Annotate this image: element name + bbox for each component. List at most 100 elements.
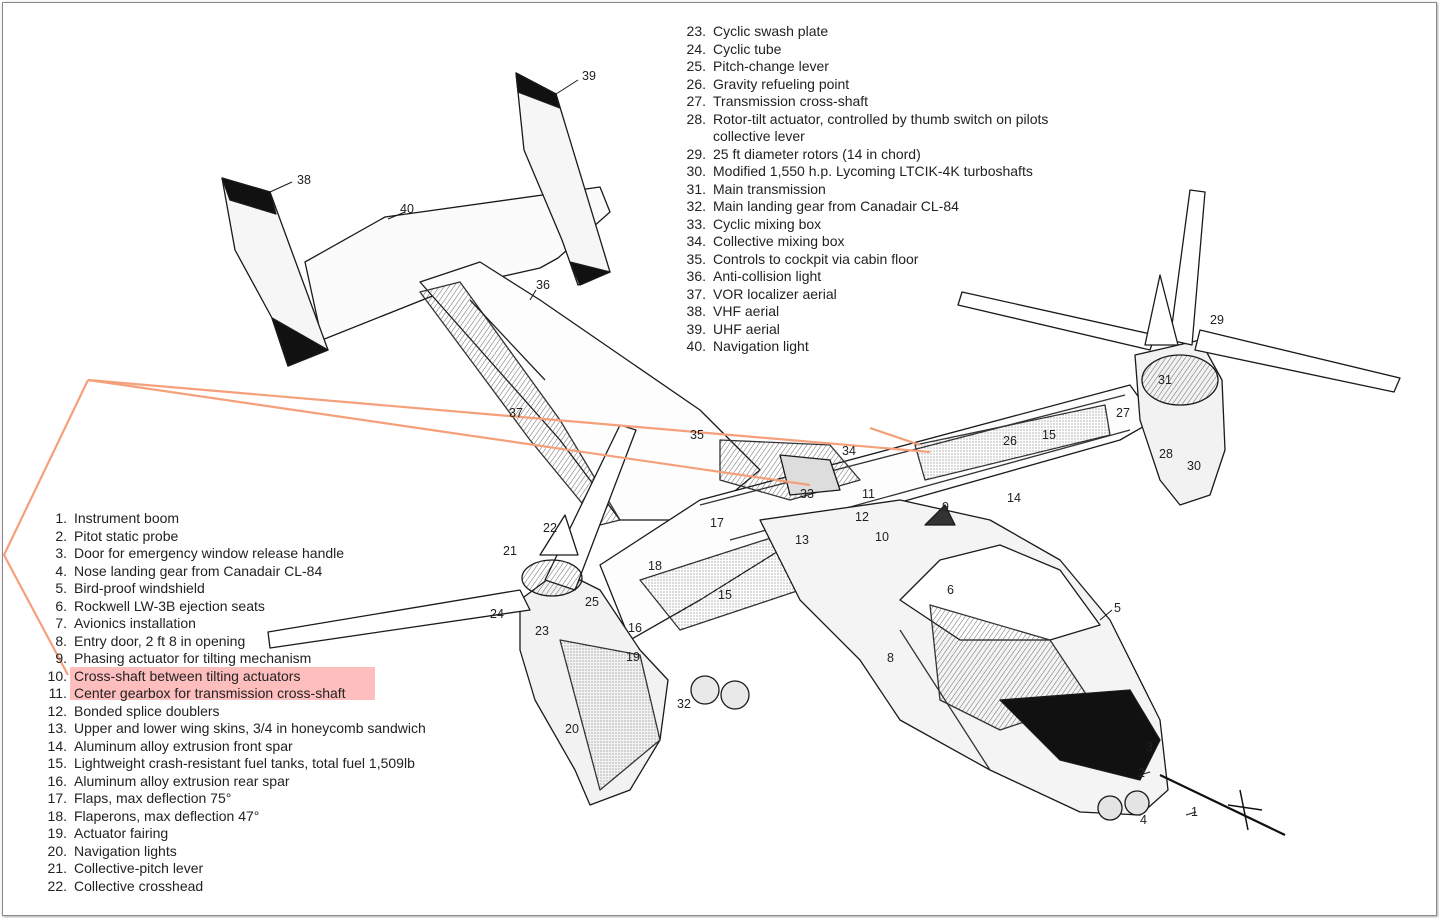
- legend-item-number: 36.: [686, 268, 706, 284]
- legend-item-number: 33.: [686, 215, 706, 232]
- legend-item: 21.Collective-pitch lever: [37, 860, 426, 878]
- legend-item-number: 13.: [47, 720, 67, 736]
- callout-30: 30: [1187, 459, 1201, 473]
- legend-item-number: 6.: [55, 597, 67, 614]
- legend-item-text: Navigation light: [713, 338, 809, 354]
- legend-item: 38. VHF aerial: [676, 303, 1093, 321]
- callout-9: 9: [942, 500, 949, 514]
- legend-item: 29.25 ft diameter rotors (14 in chord): [676, 146, 1093, 164]
- callout-40: 40: [400, 202, 414, 216]
- legend-item-text: Nose landing gear from Canadair CL-84: [74, 562, 323, 579]
- legend-item-text: Main landing gear from Canadair CL-84: [713, 198, 959, 214]
- legend-item: 28.Rotor-tilt actuator, controlled by th…: [676, 111, 1093, 146]
- callout-12: 12: [855, 510, 869, 524]
- left-rotor-spinner: [539, 514, 579, 556]
- legend-item-text: Anti-collision light: [713, 268, 822, 284]
- legend-item-text: Cyclic swash plate: [713, 23, 829, 39]
- horizontal-stabilizer: [304, 186, 611, 341]
- legend-item-text: Main transmission: [713, 180, 826, 197]
- legend-item: 40.Navigation light: [676, 338, 1093, 356]
- legend-item-number: 25.: [686, 58, 706, 74]
- annotation-lines: [2, 378, 931, 676]
- legend-item-number: 5.: [55, 580, 67, 596]
- legend-item-text: Bonded splice doublers: [74, 702, 220, 719]
- callout-2: 2: [1138, 766, 1145, 780]
- legend-item-text: Rockwell LW-3B ejection seats: [74, 597, 265, 614]
- callout-39: 39: [582, 69, 596, 83]
- legend-item: 25. Pitch-change lever: [676, 58, 1093, 76]
- legend-item-number: 12.: [47, 702, 67, 719]
- legend-item-number: 38.: [686, 303, 706, 319]
- legend-item-number: 17.: [47, 790, 67, 806]
- legend-item-text: Collective mixing box: [713, 233, 845, 249]
- legend-item-number: 11.: [48, 685, 67, 701]
- legend-item: 2.Pitot static probe: [37, 528, 426, 546]
- legend-item-text: Rotor-tilt actuator, controlled by thumb…: [713, 110, 1049, 145]
- legend-item: 7. Avionics installation: [37, 615, 426, 633]
- legend-item-number: 35.: [686, 250, 706, 267]
- legend-item-number: 18.: [47, 807, 67, 824]
- legend-item-text: Pitot static probe: [74, 527, 179, 544]
- callout-34: 34: [842, 444, 856, 458]
- callout-25: 25: [585, 595, 599, 609]
- legend-item: 33.Cyclic mixing box: [676, 216, 1093, 234]
- legend-item-text: Pitch-change lever: [713, 58, 829, 74]
- callout-8: 8: [887, 651, 894, 665]
- callout-23: 23: [535, 624, 549, 638]
- legend-item: 1.Instrument boom: [37, 510, 426, 528]
- legend-item-number: 23.: [686, 23, 706, 39]
- legend-item-number: 15.: [47, 755, 67, 771]
- legend-item: 35.Controls to cockpit via cabin floor: [676, 251, 1093, 269]
- legend-item: 27.Transmission cross-shaft: [676, 93, 1093, 111]
- legend-item-text: Phasing actuator for tilting mechanism: [74, 650, 312, 666]
- legend-item: 37.VOR localizer aerial: [676, 286, 1093, 304]
- legend-item-number: 24.: [686, 40, 706, 57]
- callout-26: 26: [1003, 434, 1017, 448]
- legend-item-number: 7.: [55, 615, 67, 631]
- legend-item-text: Door for emergency window release handle: [74, 545, 345, 561]
- callout-19: 19: [626, 650, 640, 664]
- legend-item-number: 31.: [686, 180, 706, 197]
- callout-35: 35: [690, 428, 704, 442]
- legend-item-number: 16.: [47, 772, 67, 789]
- callout-1: 1: [1191, 805, 1198, 819]
- callout-27: 27: [1116, 406, 1130, 420]
- legend-item: 18. Flaperons, max deflection 47°: [37, 808, 426, 826]
- legend-item: 31. Main transmission: [676, 181, 1093, 199]
- legend-item-text: Aluminum alloy extrusion rear spar: [74, 772, 290, 789]
- legend-item-text: UHF aerial: [713, 320, 780, 337]
- legend-item-text: Avionics installation: [74, 615, 196, 631]
- legend-item-number: 29.: [686, 145, 706, 162]
- legend-item-number: 32.: [686, 198, 706, 214]
- legend-item-text: Collective crosshead: [74, 877, 204, 894]
- legend-item-text: VHF aerial: [713, 303, 780, 319]
- legend-item: 6. Rockwell LW-3B ejection seats: [37, 598, 426, 616]
- legend-item-number: 4.: [55, 562, 67, 579]
- callout-4: 4: [1140, 813, 1147, 827]
- callout-11: 11: [862, 487, 875, 501]
- legend-item-number: 39.: [686, 320, 706, 337]
- legend-item: 3.Door for emergency window release hand…: [37, 545, 426, 563]
- legend-item-text: Flaps, max deflection 75°: [74, 790, 232, 806]
- callout-6: 6: [947, 583, 954, 597]
- legend-item: 4. Nose landing gear from Canadair CL-84: [37, 563, 426, 581]
- right-rotor-blade-2: [1194, 329, 1401, 393]
- legend-item-number: 37.: [686, 285, 706, 302]
- legend-item-number: 30.: [686, 163, 706, 179]
- legend-item-number: 14.: [47, 737, 67, 754]
- callout-33: 33: [800, 487, 814, 501]
- legend-item: 15. Lightweight crash-resistant fuel tank…: [37, 755, 426, 773]
- legend-item-number: 27.: [686, 93, 706, 109]
- legend-item-text: Modified 1,550 h.p. Lycoming LTCIK-4K tu…: [713, 163, 1033, 179]
- legend-item-text: Flaperons, max deflection 47°: [74, 807, 260, 824]
- legend-item-text: Navigation lights: [74, 842, 177, 859]
- callout-21: 21: [503, 544, 517, 558]
- callout-10: 10: [875, 530, 889, 544]
- callout-36: 36: [536, 278, 550, 292]
- legend-item-number: 1.: [55, 510, 67, 526]
- right-rotor-spinner: [1144, 274, 1179, 346]
- legend-item-text: Lightweight crash-resistant fuel tanks, …: [74, 755, 415, 771]
